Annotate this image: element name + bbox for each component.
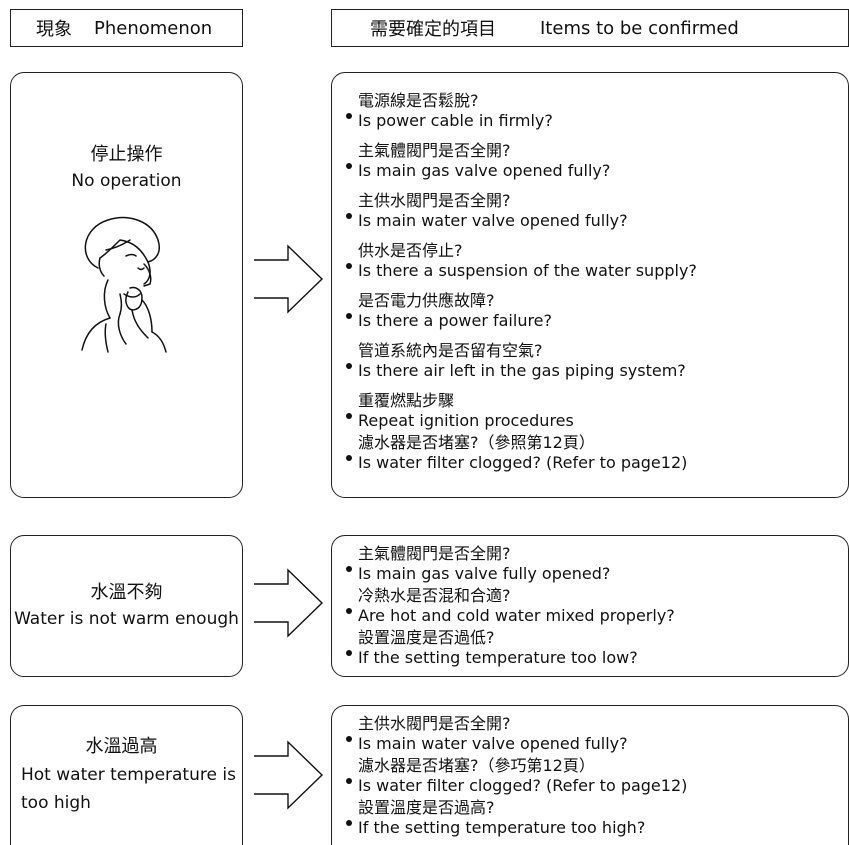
items-header-zh: 需要確定的項目 [370,19,496,40]
check-item-en: Are hot and cold water mixed properly? [358,606,675,625]
check-item-en: Repeat ignition procedures [358,411,574,430]
bullet-icon [346,820,352,826]
check-item-zh: 濾水器是否堵塞?（參照第12頁） [358,433,595,452]
bullet-icon [346,263,352,269]
phenomenon-en: Hot water temperature is too high [21,764,236,813]
check-item-zh: 供水是否停止? [358,241,463,260]
check-item-zh: 主供水閥門是否全開? [358,714,511,733]
bullet-icon [346,113,352,119]
check-item-en: Is there a power failure? [358,311,553,330]
check-item-zh: 主氣體閥門是否全開? [358,544,511,563]
phenomenon-zh: 水溫過高 [85,735,158,757]
check-item-zh: 設置溫度是否過低? [358,628,495,647]
bullet-icon [346,566,352,572]
check-item-en: If the setting temperature too low? [358,648,638,667]
items-header: 需要確定的項目 Items to be confirmed [331,9,849,47]
phenomenon-zh: 停止操作 [90,144,163,165]
bullet-icon [346,213,352,219]
thinking-woman-illustration [81,216,167,353]
bullet-icon [346,313,352,319]
bullet-icon [346,608,352,614]
arrow-icon [254,740,324,810]
phenomenon-en: No operation [71,171,182,191]
check-item-zh: 管道系統內是否留有空氣? [358,341,543,360]
check-item-zh: 濾水器是否堵塞?（參巧第12頁） [358,756,595,775]
items-header-en: Items to be confirmed [540,17,739,39]
check-item-en: Is water filter clogged? (Refer to page1… [358,453,688,472]
bullet-icon [346,413,352,419]
bullet-icon [346,778,352,784]
check-item-zh: 是否電力供應故障? [358,291,495,310]
check-item-en: Is water filter clogged? (Refer to page1… [358,776,688,795]
check-item-en: Is main gas valve opened fully? [358,161,611,180]
check-item-zh: 主氣體閥門是否全開? [358,141,511,160]
check-item-en: Is main water valve opened fully? [358,211,628,230]
phenomenon-header-zh: 現象 [36,19,72,40]
check-item-zh: 設置溫度是否過高? [358,798,495,817]
check-item-en: Is main gas valve fully opened? [358,564,611,583]
items-box-not-warm: 主氣體閥門是否全開? Is main gas valve fully opene… [331,535,849,677]
check-item-zh: 電源線是否鬆脫? [358,91,479,110]
phenomenon-en: Water is not warm enough [14,609,239,629]
phenomenon-zh: 水溫不夠 [90,582,163,603]
check-item-en: Is power cable in firmly? [358,111,553,130]
bullet-icon [346,736,352,742]
phenomenon-header-en: Phenomenon [94,17,213,39]
check-item-en: Is there a suspension of the water suppl… [358,261,697,280]
check-item-zh: 冷熱水是否混和合適? [358,586,511,605]
bullet-icon [346,363,352,369]
phenomenon-header: 現象 Phenomenon [10,9,243,47]
bullet-icon [346,163,352,169]
check-item-zh: 主供水閥門是否全開? [358,191,511,210]
phenomenon-box-no-operation: 停止操作 No operation [10,72,243,498]
items-box-too-high: 主供水閥門是否全開? Is main water valve opened fu… [331,705,849,845]
check-item-en: Is there air left in the gas piping syst… [358,361,686,380]
items-box-no-operation: 電源線是否鬆脫? Is power cable in firmly? 主氣體閥門… [331,72,849,498]
arrow-icon [254,568,324,638]
arrow-icon [254,244,324,314]
bullet-icon [346,455,352,461]
phenomenon-box-too-high: 水溫過高 Hot water temperature is too high [10,705,243,845]
check-item-en: If the setting temperature too high? [358,818,646,837]
phenomenon-box-not-warm: 水溫不夠 Water is not warm enough [10,535,243,677]
bullet-icon [346,650,352,656]
check-item-en: Is main water valve opened fully? [358,734,628,753]
check-item-zh: 重覆燃點步驟 [358,391,455,410]
